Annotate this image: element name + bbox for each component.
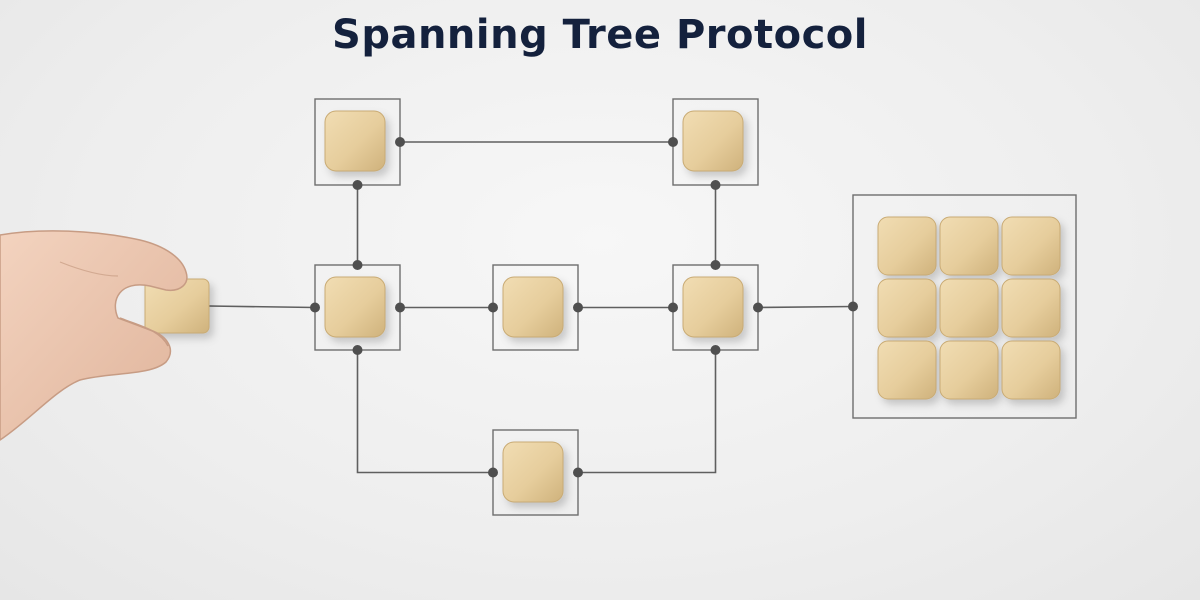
cube-mid-left <box>324 276 386 338</box>
grid-cube <box>939 216 999 276</box>
grid-cube <box>939 278 999 338</box>
cube-top-right <box>682 110 744 172</box>
port-dot <box>668 302 678 313</box>
port-dot <box>352 180 363 190</box>
grid-cube <box>877 216 937 276</box>
hand-icon <box>0 230 188 441</box>
port-dot <box>488 467 498 478</box>
port-dot <box>352 345 363 355</box>
port-dot <box>395 302 405 313</box>
port-dot <box>710 260 721 270</box>
port-dot <box>573 302 583 313</box>
port-dot <box>668 137 678 147</box>
edge-held-block-mid-left <box>208 305 316 309</box>
port-dots <box>310 137 858 478</box>
cube-mid-right <box>682 276 744 338</box>
cube-blocks <box>144 110 1061 503</box>
port-dot <box>395 137 405 147</box>
grid-cube <box>1001 340 1061 400</box>
grid-cube <box>1001 216 1061 276</box>
grid-cube <box>939 340 999 400</box>
port-dot <box>573 467 583 478</box>
connection-lines <box>208 141 854 474</box>
port-dot <box>310 302 320 313</box>
edge-bottom-center-mid-right <box>578 350 717 474</box>
grid-cube <box>1001 278 1061 338</box>
grid-cube <box>877 340 937 400</box>
port-dot <box>753 302 763 313</box>
port-dot <box>352 260 363 270</box>
edge-mid-right-cube-grid <box>757 305 854 309</box>
port-dot <box>488 302 498 313</box>
cube-bottom-center <box>502 441 564 503</box>
edge-mid-left-bottom-center <box>356 350 493 474</box>
cube-mid-center <box>502 276 564 338</box>
port-dot <box>848 301 858 312</box>
cube-top-left <box>324 110 386 172</box>
port-dot <box>710 180 721 190</box>
page-title: Spanning Tree Protocol <box>332 12 868 58</box>
port-dot <box>710 345 721 355</box>
grid-cube <box>877 278 937 338</box>
